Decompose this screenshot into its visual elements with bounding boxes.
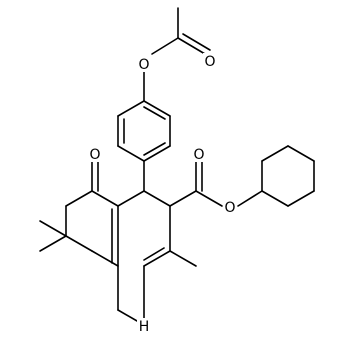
label-bg [203,53,217,69]
bond [65,235,93,252]
c2-methyl [169,250,197,267]
label-bg [137,318,151,334]
bond [65,190,93,207]
bond [151,37,179,55]
cyclohexanone-ring [39,160,119,267]
dihydropyridine-ring [111,160,171,326]
label-bg [223,199,237,215]
acetate-group [143,7,211,102]
bond [117,145,145,162]
atom-label-o-ester-carbonyl: O [193,147,204,163]
bond [143,145,171,162]
atom-label-o-cyclohexyl: O [224,200,235,216]
bond [117,190,145,207]
bond [261,145,289,162]
bond [39,235,67,252]
atom-labels: O O O O O H [88,53,237,335]
bond [287,190,315,207]
label-bg [192,146,206,162]
ester-group [169,160,263,207]
bond [143,190,171,207]
bond [91,190,119,207]
bond [143,106,166,120]
bond [39,220,67,237]
bond [117,100,145,117]
label-bg [137,56,151,72]
phenyl-ring [117,100,171,162]
atom-label-nh: H [139,319,150,335]
bond [91,250,119,267]
bond [143,250,171,267]
bond [143,247,165,261]
bond [169,190,197,207]
bond [177,37,206,55]
atom-label-o-ketone: O [89,147,100,163]
bond [261,190,289,207]
bond [287,145,315,162]
atom-label-o-acetate-carbonyl: O [204,54,215,70]
bond [143,100,171,117]
bond [182,33,211,51]
atom-label-o-ester: O [138,57,149,73]
bond [169,250,197,267]
label-bg [88,146,102,162]
bond [237,190,263,207]
bond [195,190,223,207]
bond [143,142,166,156]
cyclohexyl-ring [261,145,315,207]
